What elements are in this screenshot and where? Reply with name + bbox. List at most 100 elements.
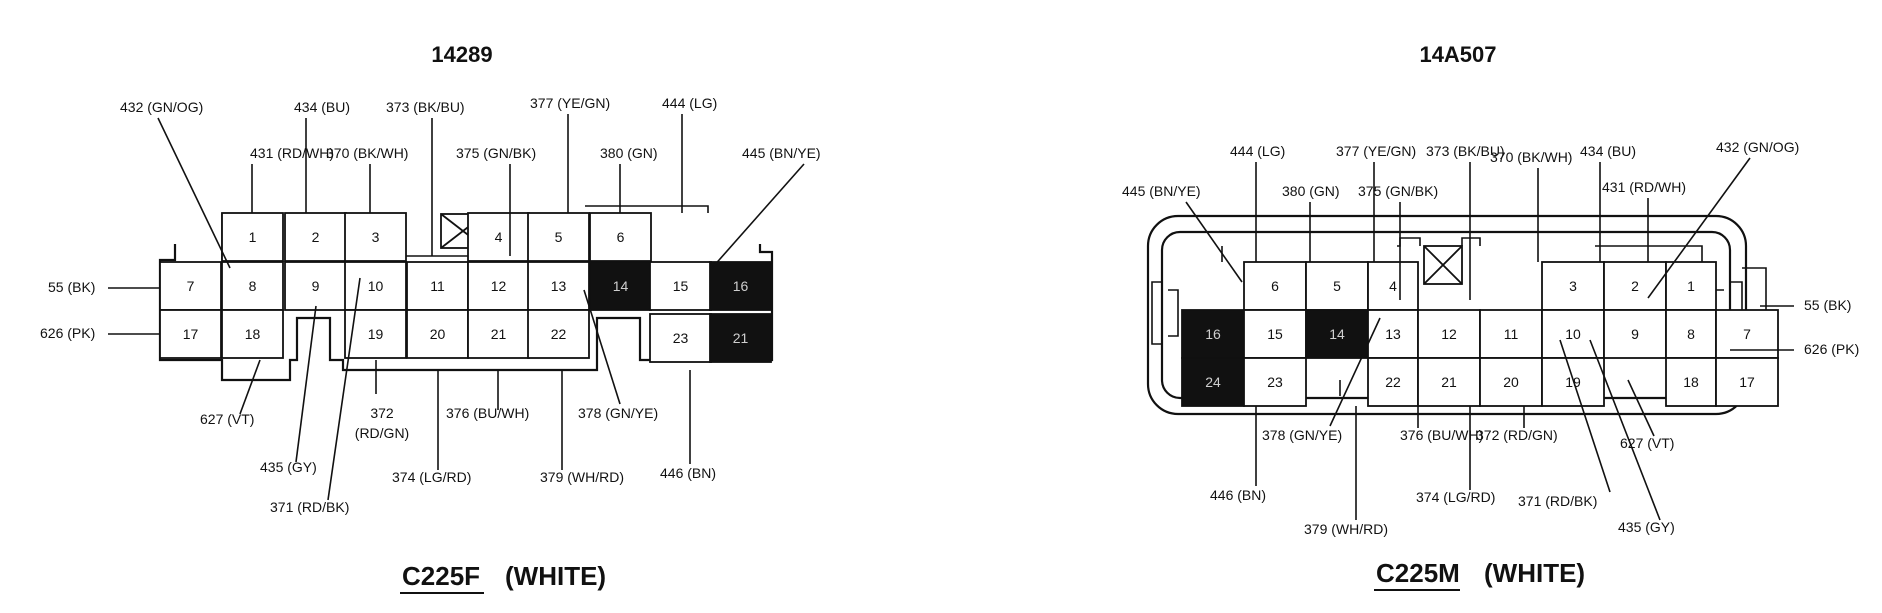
- male-wire-label: 379 (WH/RD): [1304, 521, 1388, 537]
- male-pin-17: 17: [1715, 357, 1779, 407]
- female-wire-label: 445 (BN/YE): [742, 145, 821, 161]
- female-leader-line: [711, 163, 805, 269]
- male-wire-2: 434 (BU): [1580, 143, 1636, 262]
- female-pin-22: 22: [527, 309, 590, 359]
- male-wire-12: 375 (GN/BK): [1358, 183, 1438, 300]
- male-pin-label: 2: [1631, 278, 1639, 294]
- male-pin-label: 11: [1504, 326, 1519, 342]
- male-pin-label: 8: [1687, 326, 1695, 342]
- male-wire-label: 376 (BU/WH): [1400, 427, 1483, 443]
- female-leader-line: [239, 359, 261, 415]
- male-pin-15: 15: [1243, 309, 1307, 359]
- male-pin-label: 23: [1267, 374, 1283, 390]
- female-pin-label: 2: [312, 229, 320, 245]
- male-pin-23: 23: [1243, 357, 1307, 407]
- female-wire-3: 370 (BK/WH): [326, 145, 408, 213]
- male-pin-label: 4: [1389, 278, 1397, 294]
- female-pin-label: 22: [551, 326, 567, 342]
- female-pin-1: 1: [221, 212, 284, 262]
- male-part-number: 14A507: [1419, 42, 1496, 67]
- male-pin-4: 4: [1367, 261, 1419, 311]
- female-wire-label: 371 (RD/BK): [270, 499, 349, 515]
- male-wire-7: 55 (BK): [1760, 297, 1851, 313]
- male-leader-line: [1185, 201, 1243, 283]
- female-pin-19: 19: [344, 309, 407, 359]
- female-pin-3: 3: [344, 212, 407, 262]
- female-pin-14-blocked: 14: [589, 261, 652, 311]
- male-wire-label: 378 (GN/YE): [1262, 427, 1342, 443]
- male-connector-id: C225M: [1376, 558, 1460, 588]
- female-wire-label: 626 (PK): [40, 325, 95, 341]
- male-wire-label: 434 (BU): [1580, 143, 1636, 159]
- female-wire-22: 379 (WH/RD): [540, 370, 624, 485]
- male-left-side-latch: [1151, 281, 1179, 345]
- male-pin-label: 3: [1569, 278, 1577, 294]
- female-pin-16-blocked: 16: [709, 261, 772, 311]
- female-wire-label: 374 (LG/RD): [392, 469, 471, 485]
- male-wire-23: 446 (BN): [1210, 406, 1266, 503]
- male-wire-22: 379 (WH/RD): [1304, 406, 1388, 537]
- male-pin-label: 16: [1205, 326, 1221, 342]
- female-pin-4: 4: [467, 212, 530, 262]
- female-wire-label: 446 (BN): [660, 465, 716, 481]
- female-pin-label: 1: [249, 229, 257, 245]
- male-wire-label: 446 (BN): [1210, 487, 1266, 503]
- female-pin-label: 12: [491, 278, 507, 294]
- male-wire-6: 444 (LG): [1230, 143, 1285, 262]
- female-wire-13: 378 (GN/YE): [578, 289, 658, 421]
- female-pin-label: 11: [430, 278, 445, 294]
- female-wire-19: 372(RD/GN): [355, 360, 409, 441]
- female-pin-label: 3: [372, 229, 380, 245]
- male-pin-20: 20: [1479, 357, 1543, 407]
- male-pin-21: 21: [1417, 357, 1481, 407]
- male-pin-label: 13: [1385, 326, 1401, 342]
- male-wire-label: 373 (BK/BU): [1426, 143, 1505, 159]
- female-wire-label: 435 (GY): [260, 459, 317, 475]
- male-pin-2: 2: [1603, 261, 1667, 311]
- female-leader-line: [327, 277, 361, 501]
- male-wire-20: 374 (LG/RD): [1416, 406, 1495, 505]
- female-pin-label: 8: [249, 278, 257, 294]
- female-pin-label: 20: [430, 326, 446, 342]
- male-pin-label: 20: [1503, 374, 1519, 390]
- male-pin-10: 10: [1541, 309, 1605, 359]
- female-wire-6: 444 (LG): [662, 95, 717, 213]
- female-pin-label: 7: [187, 278, 195, 294]
- male-leader-line: [1647, 157, 1751, 299]
- male-wire-label: 55 (BK): [1804, 297, 1851, 313]
- male-pin-label: 15: [1267, 326, 1283, 342]
- female-wire-17: 626 (PK): [40, 325, 160, 341]
- male-pin-12: 12: [1417, 309, 1481, 359]
- female-wire-label: 372: [370, 405, 394, 421]
- female-pin-20: 20: [406, 309, 469, 359]
- male-pin-label: 17: [1739, 374, 1755, 390]
- female-pin-21: 21: [467, 309, 530, 359]
- male-pin-label: 6: [1271, 278, 1279, 294]
- female-pin-label: 16: [733, 278, 749, 294]
- female-pin-11: 11: [406, 261, 469, 311]
- male-pin-label: 22: [1385, 374, 1401, 390]
- male-wire-17: 626 (PK): [1730, 341, 1859, 357]
- male-wire-13: 378 (GN/YE): [1262, 317, 1381, 443]
- female-wire-label: 378 (GN/YE): [578, 405, 658, 421]
- male-pin-6: 6: [1243, 261, 1307, 311]
- female-pin-6: 6: [589, 212, 652, 262]
- male-pin-label: 18: [1683, 374, 1699, 390]
- male-pin-label: 9: [1631, 326, 1639, 342]
- female-pin-10: 10: [344, 261, 407, 311]
- female-wire-11: 373 (BK/BU): [386, 99, 465, 256]
- male-wire-label: 444 (LG): [1230, 143, 1285, 159]
- female-wire-12: 375 (GN/BK): [456, 145, 536, 256]
- male-wire-19: 372 (RD/GN): [1476, 406, 1558, 443]
- male-leader-line: [1329, 317, 1381, 427]
- male-wire-1: 431 (RD/WH): [1602, 179, 1686, 262]
- male-wire-9b: 435 (GY): [1589, 339, 1675, 535]
- female-wire-leaders: 431 (RD/WH)434 (BU)370 (BK/WH)377 (YE/GN…: [40, 95, 821, 515]
- male-wire-label: 380 (GN): [1282, 183, 1340, 199]
- male-pin-3: 3: [1541, 261, 1605, 311]
- female-pin-label: 21: [491, 326, 507, 342]
- female-wire-label: 55 (BK): [48, 279, 95, 295]
